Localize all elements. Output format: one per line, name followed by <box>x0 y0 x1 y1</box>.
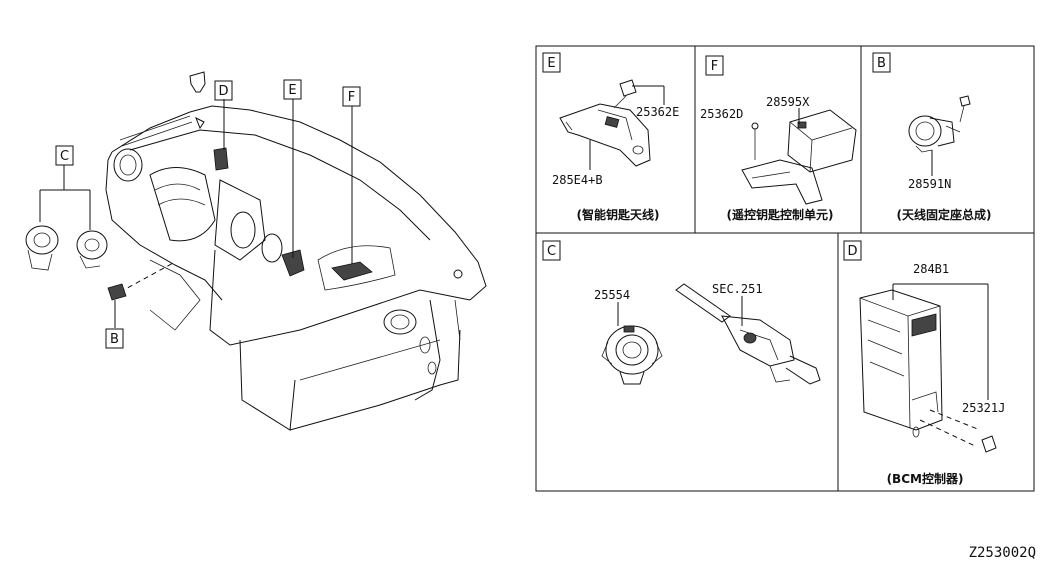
svg-text:(遥控钥匙控制单元): (遥控钥匙控制单元) <box>727 207 834 222</box>
detail-panels-frame <box>535 45 1035 492</box>
svg-text:28595X: 28595X <box>766 95 810 109</box>
smart-key-antenna-drawing <box>559 79 651 167</box>
svg-text:25554: 25554 <box>594 288 630 302</box>
svg-text:SEC.251: SEC.251 <box>712 282 763 296</box>
antenna-holder-drawing <box>908 95 971 153</box>
panel-D: D 284B1 25321J (BCM控制器) <box>843 240 1005 486</box>
svg-text:25362E: 25362E <box>636 105 679 119</box>
svg-text:(智能钥匙天线): (智能钥匙天线) <box>577 207 660 222</box>
panel-E: E 25362E 285E4+B (智能钥匙天线) <box>542 52 679 222</box>
svg-text:F: F <box>711 59 718 74</box>
overview-callout-F: F <box>342 86 361 107</box>
bcm-unit-on-panel <box>213 147 229 171</box>
svg-text:285E4+B: 285E4+B <box>552 173 603 187</box>
overview-callout-D: D <box>214 80 233 101</box>
clock-spring-drawing <box>601 325 663 385</box>
remote-key-control-unit-drawing <box>741 109 857 205</box>
svg-text:B: B <box>110 332 119 347</box>
svg-text:E: E <box>547 56 555 71</box>
control-unit-on-panel <box>331 261 373 281</box>
overview-callout-C: C <box>55 145 74 166</box>
svg-text:(BCM控制器): (BCM控制器) <box>887 471 964 486</box>
panel-C: C 25554 SEC.251 <box>542 240 821 385</box>
svg-text:25362D: 25362D <box>700 107 743 121</box>
svg-text:C: C <box>60 149 69 164</box>
svg-text:(天线固定座总成): (天线固定座总成) <box>897 207 992 222</box>
svg-text:D: D <box>847 244 857 259</box>
overview-callout-B: B <box>105 328 124 349</box>
svg-text:25321J: 25321J <box>962 401 1005 415</box>
panel-F: F 25362D 28595X (遥控钥匙控制单元) <box>700 55 857 222</box>
svg-text:28591N: 28591N <box>908 177 951 191</box>
svg-text:B: B <box>877 56 886 71</box>
svg-text:E: E <box>288 83 296 98</box>
svg-text:F: F <box>348 90 355 105</box>
overview-leaders <box>39 99 353 328</box>
instrument-panel-illustration <box>105 71 487 431</box>
combination-switch-drawing <box>675 283 821 385</box>
diagram-id: Z253002Q <box>969 545 1036 561</box>
svg-text:284B1: 284B1 <box>913 262 949 276</box>
antenna-holder-part <box>107 283 127 301</box>
panel-B: B 28591N (天线固定座总成) <box>872 52 992 222</box>
svg-text:D: D <box>218 84 228 99</box>
overview-callout-E: E <box>283 79 302 100</box>
antenna-on-panel <box>281 249 305 277</box>
svg-text:C: C <box>547 244 556 259</box>
clock-spring-overview <box>25 225 108 271</box>
bcm-controller-drawing <box>859 289 943 438</box>
